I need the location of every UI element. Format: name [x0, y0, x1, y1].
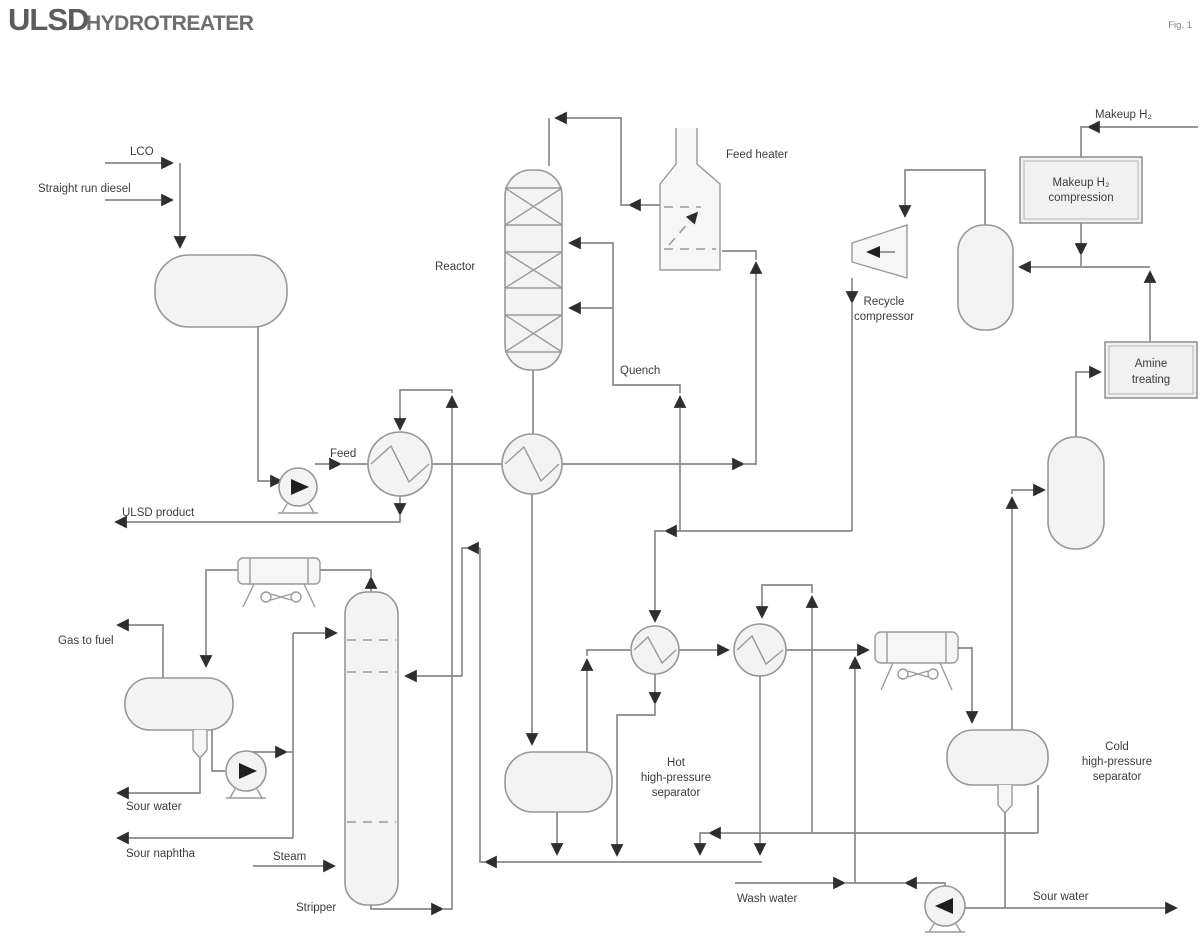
- hotsep-vapor-2: [586, 649, 631, 656]
- ulsd-product-line: [114, 514, 401, 529]
- stream-label-steam: Steam: [273, 851, 306, 863]
- equipment-label-amine-treating-2: treating: [1132, 374, 1170, 386]
- equipment-label-makeup-compression-2: compression: [1048, 192, 1113, 204]
- sour-water-left-line: [116, 757, 201, 800]
- bottoms-1: [370, 902, 444, 916]
- effluent-cooler-exchanger-1: [630, 625, 680, 675]
- stream-label-ulsd-product: ULSD product: [122, 507, 195, 519]
- flow-lines: [105, 111, 1198, 916]
- compressor-suction: [898, 169, 986, 225]
- heater-outlet-2: [554, 111, 630, 206]
- hot-hp-separator-drum: [504, 751, 613, 813]
- pump-suction-line: [257, 327, 283, 488]
- quench-branch-1: [568, 236, 681, 393]
- equipment-label-recycle-compressor-1: Recycle: [864, 296, 905, 308]
- hx4-top-feed: [755, 584, 813, 619]
- stripfeed-riser: [479, 548, 486, 863]
- cooler-outlet: [958, 647, 979, 724]
- stream-label-gas-to-fuel: Gas to fuel: [58, 635, 114, 647]
- hx3-top-feed: [648, 530, 666, 623]
- ko-to-amine: [1075, 365, 1102, 437]
- stream-label-feed: Feed: [330, 448, 356, 460]
- equipment-label-amine-treating-1: Amine: [1135, 358, 1168, 370]
- coldsep-liquid-3: [693, 832, 710, 856]
- equipment-label-cold-separator-2: high-pressure: [1082, 756, 1152, 768]
- fan-icon: [897, 668, 909, 680]
- page-title: ULSD: [8, 2, 89, 37]
- amine-ko-drum: [1047, 436, 1105, 550]
- feed-heater-furnace: [659, 128, 721, 271]
- receiver-boot: [192, 730, 208, 760]
- equipment-label-hot-separator-2: high-pressure: [641, 772, 711, 784]
- heater-inlet: [722, 250, 757, 260]
- stream-label-lco: LCO: [130, 146, 154, 158]
- equipment-label-makeup-compression-1: Makeup H₂: [1053, 177, 1110, 189]
- stream-label-quench: Quench: [620, 365, 660, 377]
- reactor-vessel: [504, 169, 563, 371]
- stream-label-sour-water-right: Sour water: [1033, 891, 1089, 903]
- equipment-label-hot-separator-3: separator: [652, 787, 701, 799]
- stripfeed-down: [461, 547, 468, 676]
- stream-label-wash-water: Wash water: [737, 893, 797, 905]
- gas-to-fuel-line: [116, 618, 164, 678]
- ovhd-to-cooler: [320, 569, 372, 578]
- stream-label-sour-naphtha: Sour naphtha: [126, 848, 196, 860]
- cold-hp-separator-drum: [946, 729, 1049, 815]
- wash-water-pump: [924, 885, 966, 933]
- makeup-h2-compression-box: [1019, 156, 1143, 224]
- ovhd-to-drum: [199, 569, 238, 668]
- air-cooler-right: [874, 631, 959, 691]
- coldsep-boot: [997, 785, 1013, 815]
- reflux-pump: [225, 750, 267, 799]
- feed-riser: [743, 261, 763, 465]
- air-cooler-overhead: [237, 557, 321, 608]
- stripper-column: [344, 591, 399, 906]
- stream-label-straight-run-diesel: Straight run diesel: [38, 183, 131, 195]
- equipment-label-feed-heater: Feed heater: [726, 149, 788, 161]
- recycle-compressor-symbol: [851, 224, 908, 279]
- equipment-label-reactor: Reactor: [435, 261, 475, 273]
- hx3-bottom-2: [610, 703, 656, 857]
- page-subtitle: HYDROTREATER: [86, 12, 254, 35]
- feed-effluent-exchanger: [501, 433, 563, 495]
- stripper-trays: [347, 639, 396, 823]
- stream-label-sour-water-left: Sour water: [126, 801, 182, 813]
- feed-surge-drum: [154, 254, 288, 328]
- refluxpump-suction: [211, 730, 225, 772]
- figure-label: Fig. 1: [1168, 20, 1192, 31]
- heater-coil-diagonal: [668, 211, 699, 246]
- equipment-label-cold-separator-1: Cold: [1105, 741, 1129, 753]
- bottoms-riser: [442, 395, 459, 910]
- overhead-receiver-drum: [124, 677, 234, 760]
- feed-bottoms-exchanger: [367, 431, 433, 497]
- equipment-label-cold-separator-3: separator: [1093, 771, 1142, 783]
- amine-treating-box: [1104, 341, 1198, 399]
- compressor-flow-arrow: [866, 246, 880, 258]
- coldsep-vapor-2: [1011, 483, 1046, 497]
- equipment-label-stripper: Stripper: [296, 902, 336, 914]
- washpump-discharge: [904, 876, 946, 890]
- bottoms-to-hx1: [393, 389, 453, 431]
- catalyst-beds: [504, 187, 563, 353]
- equipment-label-hot-separator-1: Hot: [667, 757, 686, 769]
- equipment-label-recycle-compressor-2: compressor: [854, 311, 914, 323]
- effluent-cooler-exchanger-2: [733, 623, 787, 677]
- stream-label-makeup-h2: Makeup H₂: [1095, 109, 1152, 121]
- fan-icon: [260, 591, 272, 603]
- makeup-h2-line-2: [1080, 126, 1089, 157]
- feed-pump: [278, 467, 318, 514]
- suction-drum: [957, 224, 1014, 331]
